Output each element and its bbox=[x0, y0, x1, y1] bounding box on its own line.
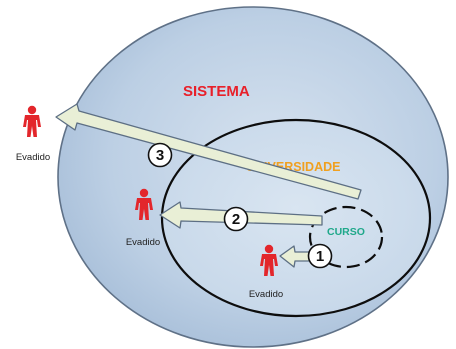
number-2: 2 bbox=[232, 211, 240, 228]
evadido-3: Evadido bbox=[16, 105, 50, 163]
evadido-label-3: Evadido bbox=[16, 152, 50, 163]
number-circle-2 bbox=[223, 206, 249, 232]
person-icon bbox=[23, 105, 41, 137]
evadido-label-1: Evadido bbox=[249, 289, 283, 300]
number-3: 3 bbox=[156, 147, 164, 164]
evadido-2: Evadido bbox=[126, 188, 160, 248]
arrow-3: 3 bbox=[55, 103, 362, 200]
curso-label: CURSO bbox=[327, 226, 365, 238]
arrow-2: 2 bbox=[159, 201, 323, 232]
number-circle-1 bbox=[307, 243, 333, 269]
evadido-1: Evadido bbox=[249, 244, 283, 300]
evadido-label-2: Evadido bbox=[126, 237, 160, 248]
curso-ellipse bbox=[308, 205, 384, 269]
number-1: 1 bbox=[316, 248, 324, 265]
sistema-label: SISTEMA bbox=[183, 83, 250, 100]
arrow-1: 1 bbox=[279, 243, 333, 269]
arrow-icon bbox=[55, 103, 362, 200]
number-circle-3 bbox=[147, 142, 173, 168]
